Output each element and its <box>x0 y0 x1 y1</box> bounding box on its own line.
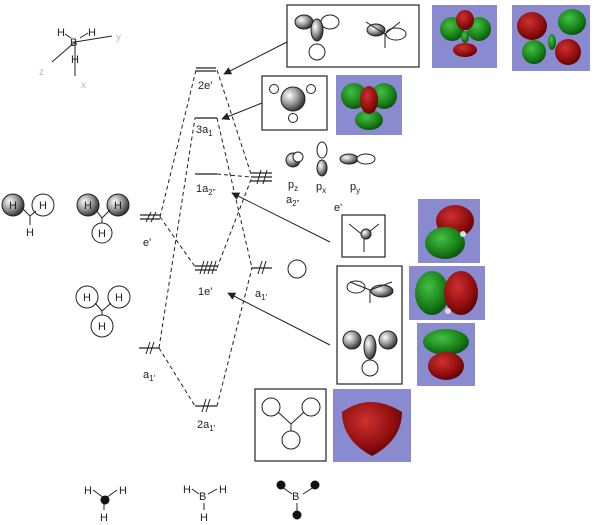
boron-p-orbitals: pz px py a2" e' <box>285 141 376 214</box>
bottom-h-label: H <box>100 512 108 524</box>
arrows <box>221 41 331 346</box>
salc-h-label: H <box>84 200 92 212</box>
h3-salc-e-right: H H H <box>76 193 130 244</box>
orbital-render-1e-b <box>417 323 475 386</box>
axis-h1-label: H <box>57 27 65 39</box>
mo-2a1-label: 2a1' <box>197 419 216 433</box>
orbital-render-3a1 <box>336 75 402 135</box>
bottom-b-label: B <box>292 491 299 503</box>
h3-salc-a1: H H H <box>75 285 131 338</box>
bottom-b: B <box>276 480 320 520</box>
bottom-h-label: H <box>84 485 92 497</box>
orbital-render-2e-b <box>512 5 590 71</box>
salc-h-label: H <box>114 200 122 212</box>
axis-b-label: B <box>70 37 77 49</box>
bottom-h-label: H <box>183 484 191 496</box>
bottom-h3: H H H <box>84 485 127 524</box>
salc-h-label: H <box>98 228 106 240</box>
axis-h3-label: H <box>71 54 79 66</box>
bottom-h-label: H <box>119 485 127 497</box>
pz-label: pz <box>288 179 298 193</box>
salc-h-label: H <box>9 200 17 212</box>
h3-levels: e' a1' <box>139 211 160 383</box>
py-label: py <box>350 181 360 195</box>
mo-2e-label: 2e' <box>198 80 212 92</box>
pxy-sym-label: e' <box>334 202 342 214</box>
mo-1a2-label: 1a2" <box>196 183 216 197</box>
axis-x-label: x <box>81 80 86 91</box>
orbital-render-2a1 <box>333 389 411 462</box>
box-3a1 <box>261 75 328 131</box>
pz-sym-label: a2" <box>286 194 300 208</box>
box-1e <box>336 265 403 385</box>
h3-a1-label: a1' <box>143 369 156 383</box>
bottom-h-label: H <box>219 484 227 496</box>
h3-e-label: e' <box>143 237 151 249</box>
salc-h-label: H <box>39 200 47 212</box>
bottom-h-label: H <box>200 512 208 524</box>
boron-levels: a1' <box>251 169 307 302</box>
box-2e <box>286 4 420 68</box>
boron-a1-label: a1' <box>255 288 268 302</box>
orbital-render-1e-a <box>409 266 485 320</box>
mo-1e-label: 1e' <box>198 286 212 298</box>
axis-h2-label: H <box>88 27 96 39</box>
bottom-bh3: H H B H <box>183 484 227 524</box>
orbital-render-2e-a <box>432 5 497 68</box>
h3-salc-e-left: H H H <box>1 193 55 239</box>
mo-3a1-label: 3a1 <box>196 124 213 138</box>
axis-z-label: z <box>39 67 44 78</box>
salc-h-label: H <box>115 292 123 304</box>
box-2a1 <box>254 388 327 462</box>
salc-h-label: H <box>83 292 91 304</box>
box-1a2 <box>341 214 386 258</box>
salc-h-label: H <box>26 227 34 239</box>
correlation-lines <box>158 69 253 407</box>
bottom-b-label: B <box>199 491 206 503</box>
axis-y-label: y <box>116 32 121 43</box>
px-label: px <box>316 181 326 195</box>
axis-system: y z x H H B H <box>39 27 121 91</box>
orbital-render-1a2 <box>418 199 480 263</box>
mo-levels: 2e' 3a1 1a2" 1e' 2a1' <box>195 67 217 433</box>
salc-h-label: H <box>98 321 106 333</box>
